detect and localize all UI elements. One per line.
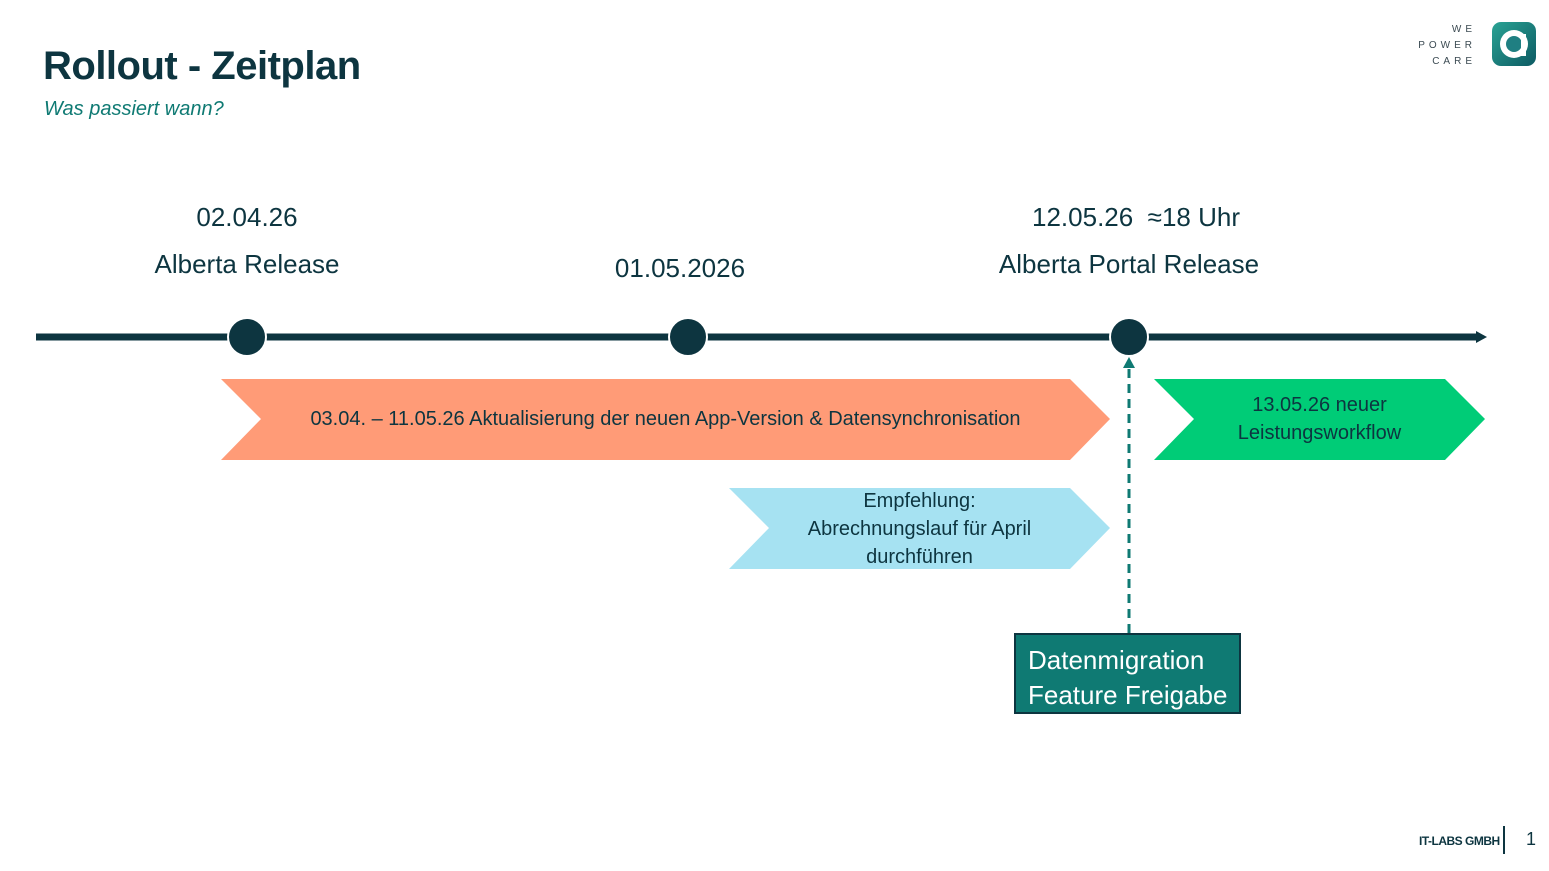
footer-company: IT-LABS GMBH <box>1419 834 1500 848</box>
update-phase-label: 03.04. – 11.05.26 Aktualisierung der neu… <box>310 408 1021 430</box>
callout-line: Feature Freigabe <box>1028 680 1228 710</box>
workflow-label: 13.05.26 neuer Leistungsworkflow <box>1194 391 1445 447</box>
footer-divider <box>1503 826 1505 854</box>
milestone-1-title: Alberta Release <box>154 249 340 279</box>
workflow-chevron <box>1154 379 1485 460</box>
recommendation-chevron <box>729 488 1110 569</box>
page-subtitle: Was passiert wann? <box>44 98 224 120</box>
milestone-3-title: Alberta Portal Release <box>998 249 1260 279</box>
milestone-dot <box>227 317 267 357</box>
claim-line: WE <box>1451 24 1476 35</box>
page-number: 1 <box>1526 829 1537 849</box>
alberta-a-icon <box>1492 22 1536 66</box>
milestone-dot <box>668 317 708 357</box>
recommendation-line: Abrechnungslauf für April <box>807 518 1032 540</box>
recommendation-line: Empfehlung: <box>863 490 976 512</box>
timeline-arrowhead <box>1476 331 1487 343</box>
milestone-2-date: 01.05.2026 <box>614 253 746 283</box>
workflow-line: Leistungsworkflow <box>1237 422 1402 444</box>
data-migration-callout: Datenmigration Feature Freigabe <box>1014 633 1241 714</box>
company-claim: WE POWER CARE <box>1418 22 1476 70</box>
milestone-dot <box>1109 317 1149 357</box>
claim-line: CARE <box>1432 56 1476 67</box>
connector-arrowhead <box>1123 357 1135 368</box>
recommendation-line: durchführen <box>866 546 973 568</box>
claim-line: POWER <box>1418 40 1476 51</box>
page-title: Rollout - Zeitplan <box>43 44 361 88</box>
recommendation-label: Empfehlung: Abrechnungslauf für April du… <box>769 487 1070 571</box>
callout-line: Datenmigration <box>1028 645 1205 675</box>
workflow-line: 13.05.26 neuer <box>1252 394 1387 416</box>
milestone-3-date: 12.05.26 ≈18 Uhr <box>1032 202 1240 232</box>
milestone-1-date: 02.04.26 <box>196 202 298 232</box>
update-phase-chevron <box>221 379 1110 460</box>
